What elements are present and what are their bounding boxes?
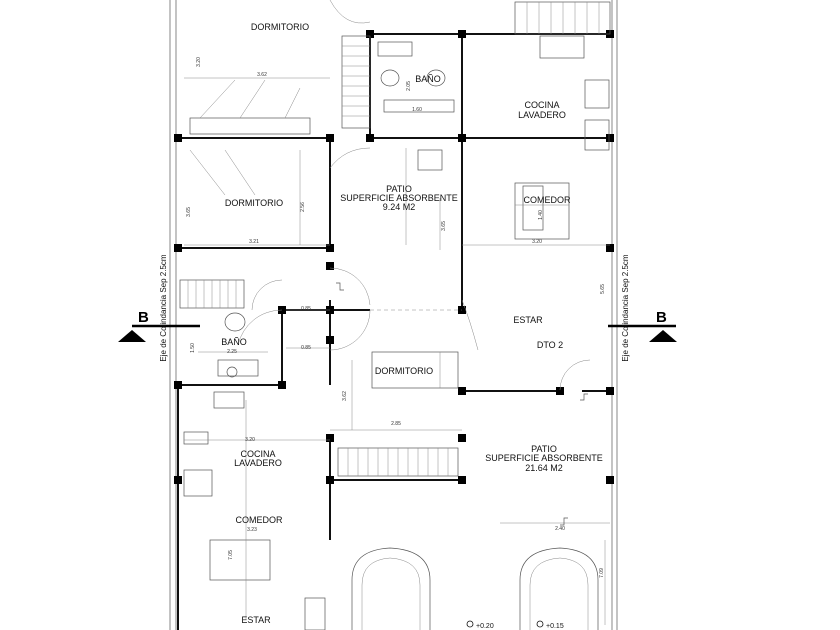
dim-1-60: 1.60: [412, 107, 422, 113]
section-label-left: B: [138, 309, 149, 326]
dim-7-05: 7.05: [228, 550, 234, 560]
dim-3-20-mid: 3.20: [532, 239, 542, 245]
dim-3-65b: 3.65: [441, 221, 447, 231]
dim-2-85: 2.85: [391, 421, 401, 427]
dimension-lines: [184, 77, 610, 625]
dim-3-62: 3.62: [257, 72, 267, 78]
level-break-symbol-2: [580, 393, 588, 401]
dim-2-05: 2.05: [406, 81, 412, 91]
room-labels: DORMITORIO BAÑO COCINA LAVADERO DORMITOR…: [221, 22, 603, 625]
fixtures: [183, 35, 610, 630]
dim-7-09: 7.09: [599, 568, 605, 578]
room-comedor-top: COMEDOR: [524, 195, 572, 205]
room-patio-1-line3: 9.24 M2: [383, 202, 416, 212]
section-label-right: B: [656, 309, 667, 326]
stair-top-center: [341, 35, 371, 129]
room-dormitorio-mid: DORMITORIO: [225, 198, 283, 208]
room-patio-2-line1: PATIO: [531, 444, 557, 454]
dim-2-56: 2.56: [300, 202, 306, 212]
room-dormitorio-top: DORMITORIO: [251, 22, 309, 32]
stair-lower-center: [337, 447, 459, 477]
room-patio-2-line2: SUPERFICIE ABSORBENTE: [485, 453, 603, 463]
stair-mid-left: [179, 279, 245, 309]
room-cocina-top-line2: LAVADERO: [518, 110, 566, 120]
dim-3-21: 3.21: [249, 239, 259, 245]
dim-2-40: 2.40: [555, 526, 565, 532]
colindancia-label-left: Eje de Colindancia Sep 2.5cm: [159, 254, 168, 362]
room-bano-mid: BAÑO: [221, 337, 247, 347]
dim-5-65: 5.65: [600, 284, 606, 294]
boundary-lines: [169, 0, 618, 630]
level-1: +0.20: [476, 623, 494, 630]
room-dto-label: DTO 2: [537, 340, 563, 350]
room-patio-1-line2: SUPERFICIE ABSORBENTE: [340, 193, 458, 203]
room-cocina-top-line1: COCINA: [524, 100, 559, 110]
dim-2-25: 2.25: [227, 349, 237, 355]
dim-3-20-low: 3.20: [245, 437, 255, 443]
room-cocina-low-line2: LAVADERO: [234, 458, 282, 468]
room-bano-top: BAÑO: [415, 74, 441, 84]
dim-3-65: 3.65: [186, 207, 192, 217]
dimension-labels: 3.20 3.62 2.05 1.60 3.65 2.56 3.21 3.65 …: [186, 57, 606, 578]
room-estar-low: ESTAR: [241, 615, 271, 625]
dim-0-85a: 0.85: [301, 306, 311, 312]
room-comedor-low: COMEDOR: [236, 515, 284, 525]
dim-3-23: 3.23: [247, 527, 257, 533]
room-patio-2-line3: 21.64 M2: [525, 463, 563, 473]
room-cocina-low-line1: COCINA: [240, 449, 275, 459]
level-2: +0.15: [546, 623, 564, 630]
colindancia-label-right: Eje de Colindancia Sep 2.5cm: [621, 254, 630, 362]
room-dormitorio-low: DORMITORIO: [375, 366, 433, 376]
section-marker-right: B: [608, 309, 677, 342]
level-markers: +0.20 +0.15: [466, 620, 564, 630]
dim-0-85b: 0.85: [301, 345, 311, 351]
room-estar-mid: ESTAR: [513, 315, 543, 325]
door-swings: [237, 0, 591, 391]
level-break-symbol-1: [336, 282, 344, 291]
dim-1-50: 1.50: [190, 343, 196, 353]
columns: [174, 30, 614, 484]
dim-3-20-top: 3.20: [196, 57, 202, 67]
section-marker-left: B: [118, 309, 200, 342]
level-break-symbol-3: [560, 517, 568, 526]
dim-1-40: 1.40: [538, 210, 544, 220]
room-patio-1-line1: PATIO: [386, 184, 412, 194]
dim-3-62b: 3.62: [342, 391, 348, 401]
stair-top-right: [514, 1, 611, 35]
